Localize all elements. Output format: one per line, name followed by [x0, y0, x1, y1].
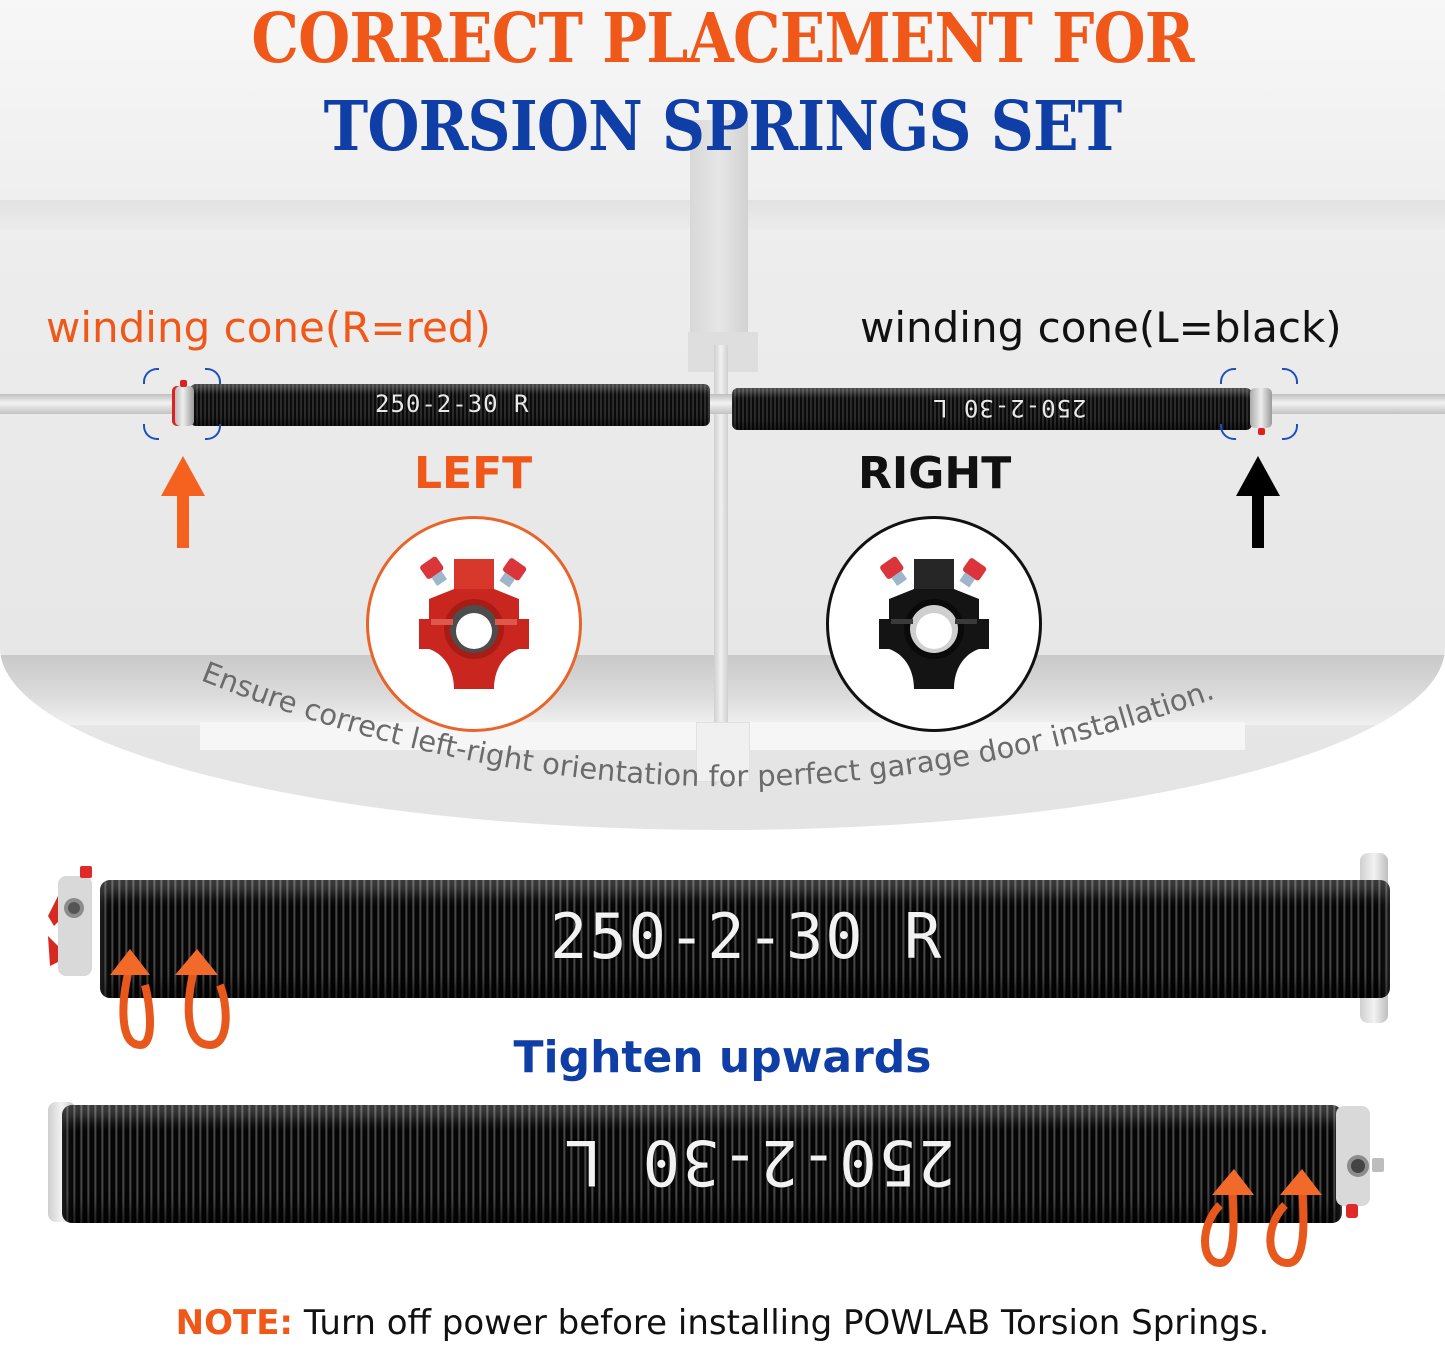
left-winding-cone	[172, 380, 194, 426]
orientation-note: Ensure correct left-right orientation fo…	[197, 655, 1218, 793]
arrow-up-orange-icon	[161, 456, 205, 548]
right-winding-cone	[1250, 388, 1272, 435]
note-text: Turn off power before installing POWLAB …	[293, 1303, 1270, 1343]
right-spring-code: 250-2-30 L	[932, 394, 1087, 422]
red-winding-cone-icon	[419, 556, 529, 689]
set-screw-red	[1258, 428, 1265, 435]
right-side-label: RIGHT	[858, 448, 1012, 499]
rotation-arrows-icon	[110, 949, 230, 1050]
left-spring: 250-2-30 R	[190, 384, 710, 426]
svg-text:Ensure correct left-right orie: Ensure correct left-right orientation fo…	[197, 655, 1218, 793]
left-spring-code: 250-2-30 R	[375, 390, 530, 418]
left-side-label: LEFT	[414, 448, 533, 499]
black-winding-cone-icon	[879, 556, 989, 689]
top-spring-right-wound: 250-2-30 R	[100, 880, 1390, 998]
center-bracket-top	[690, 120, 748, 335]
left-cone-label: winding cone(R=red)	[46, 303, 491, 352]
tighten-instruction: Tighten upwards	[513, 1032, 932, 1083]
black-cone-closeup	[826, 516, 1042, 732]
top-spring-code: 250-2-30 R	[550, 900, 944, 973]
right-cone-label: winding cone(L=black)	[860, 303, 1342, 352]
center-bracket-post	[714, 345, 728, 785]
title-line-2: TORSION SPRINGS SET	[323, 87, 1123, 167]
title-line-1: CORRECT PLACEMENT FOR	[251, 0, 1194, 79]
red-cone-closeup	[366, 516, 582, 732]
center-bracket-foot	[696, 722, 750, 782]
note-prefix: NOTE:	[175, 1303, 294, 1343]
orientation-note-text: Ensure correct left-right orientation fo…	[197, 655, 1218, 793]
red-winding-cone-icon	[48, 866, 92, 976]
right-cone-focus-marker	[1220, 368, 1298, 440]
black-winding-cone-icon	[1336, 1106, 1384, 1218]
right-spring: 250-2-30 L	[732, 388, 1252, 430]
set-screw-red	[180, 380, 187, 387]
arrow-up-black-icon	[1236, 456, 1280, 548]
bottom-spring-left-wound: 250-2-30 L	[62, 1105, 1342, 1223]
rotation-arrows-icon	[1201, 1169, 1322, 1268]
left-cone-focus-marker	[143, 368, 221, 440]
safety-note: NOTE: Turn off power before installing P…	[0, 1300, 1445, 1346]
bottom-spring-code: 250-2-30 L	[562, 1126, 956, 1199]
